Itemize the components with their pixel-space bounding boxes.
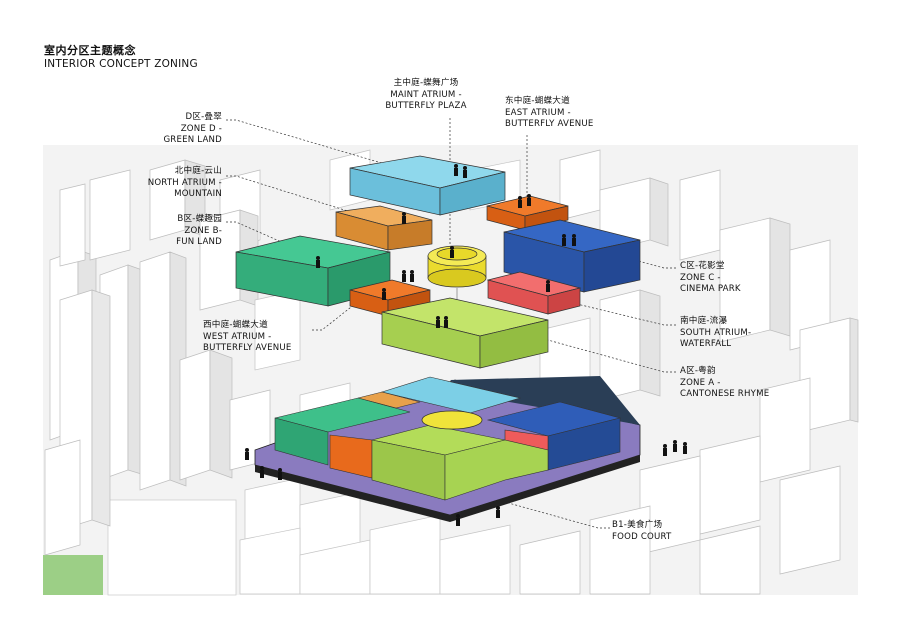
zone-d-block <box>349 155 506 216</box>
north-atrium-block <box>335 205 433 251</box>
ground-level-plan <box>274 376 622 501</box>
title-english: INTERIOR CONCEPT ZONING <box>44 58 198 70</box>
zone-a-block <box>381 297 549 369</box>
title-chinese: 室内分区主题概念 <box>44 44 136 57</box>
zone-b-block <box>235 235 391 307</box>
park-area <box>43 555 103 595</box>
empty-plot <box>107 499 237 596</box>
main-atrium-dome <box>427 245 487 300</box>
south-atrium-block <box>486 271 582 315</box>
people-figures <box>245 164 687 526</box>
